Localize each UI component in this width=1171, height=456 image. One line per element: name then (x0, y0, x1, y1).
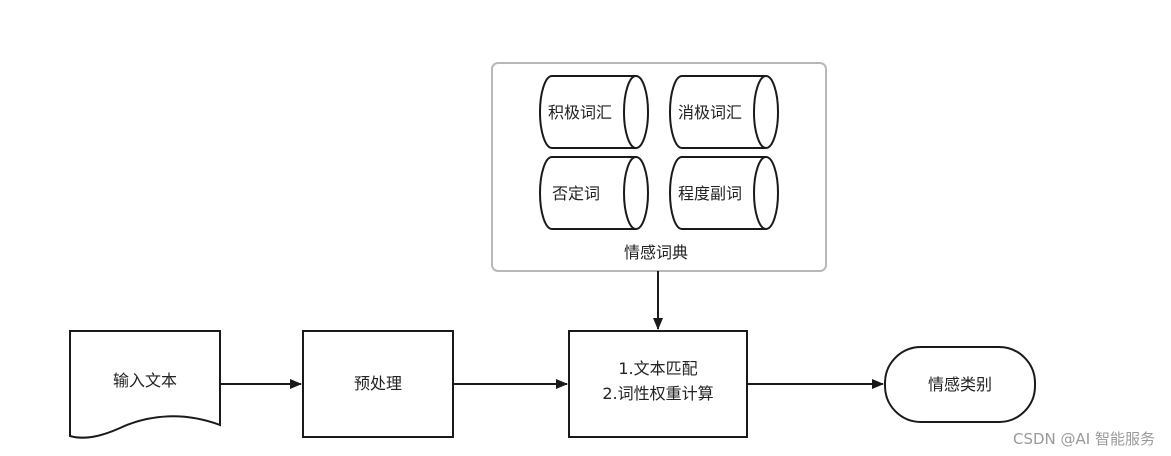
sentiment-category-terminator: 情感类别 (884, 346, 1036, 423)
lexicon-item-label: 消极词汇 (678, 103, 742, 122)
lexicon-cylinder-negation: 否定词 (539, 156, 649, 230)
sentiment-lexicon-group: 积极词汇 消极词汇 否定词 程度副词 情感词典 (491, 62, 827, 272)
lexicon-item-label: 积极词汇 (548, 103, 612, 122)
preprocess-box: 预处理 (302, 330, 454, 438)
matching-label-line1: 1.文本匹配 (618, 359, 697, 378)
lexicon-cylinder-degree-adverb: 程度副词 (669, 156, 779, 230)
lexicon-group-title: 情感词典 (624, 243, 688, 262)
lexicon-cylinder-positive: 积极词汇 (539, 75, 649, 149)
watermark: CSDN @AI 智能服务 (1013, 430, 1155, 448)
matching-box: 1.文本匹配 2.词性权重计算 (568, 330, 748, 438)
lexicon-item-label: 否定词 (552, 184, 600, 203)
input-text-document: 输入文本 (69, 330, 221, 439)
input-text-label: 输入文本 (113, 371, 177, 390)
matching-label-line2: 2.词性权重计算 (602, 384, 713, 403)
lexicon-item-label: 程度副词 (678, 184, 742, 203)
lexicon-cylinder-negative: 消极词汇 (669, 75, 779, 149)
sentiment-category-label: 情感类别 (928, 375, 992, 394)
preprocess-label: 预处理 (354, 374, 402, 393)
